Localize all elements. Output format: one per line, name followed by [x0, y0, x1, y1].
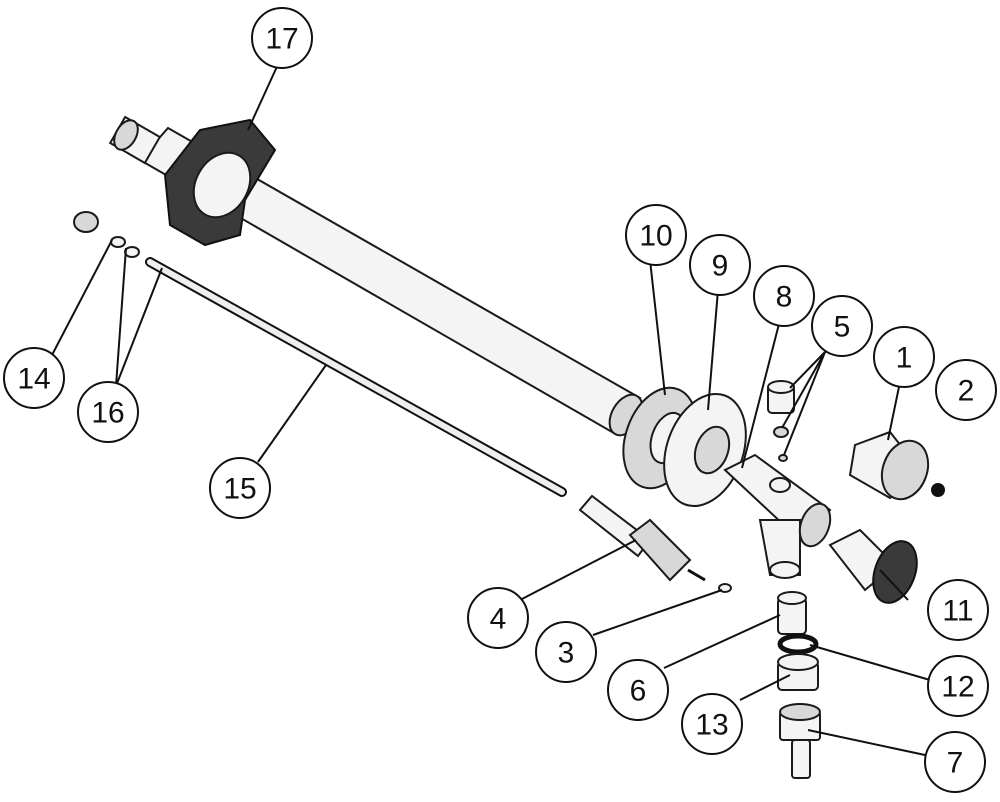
callout-12-label: 12 — [941, 671, 974, 704]
callout-8-label: 8 — [776, 281, 793, 314]
callout-1-label: 1 — [896, 342, 913, 375]
part-2-screw — [931, 483, 945, 497]
callout-16: 16 — [77, 381, 139, 443]
callout-6: 6 — [607, 659, 669, 721]
callout-13: 13 — [681, 693, 743, 755]
callout-4: 4 — [467, 587, 529, 649]
callout-3: 3 — [535, 621, 597, 683]
part-11-vacuum-breaker — [828, 528, 918, 604]
callout-5: 5 — [811, 295, 873, 357]
part-4-stem — [578, 494, 706, 582]
part-17-flange — [163, 118, 277, 247]
part-1-handle — [848, 430, 930, 501]
callout-11: 11 — [927, 579, 989, 641]
callout-12: 12 — [927, 655, 989, 717]
callout-4-label: 4 — [490, 603, 507, 636]
callout-2: 2 — [935, 359, 997, 421]
callout-17: 17 — [251, 7, 313, 69]
callout-6-label: 6 — [630, 675, 647, 708]
callout-9: 9 — [689, 234, 751, 296]
part-6-insert — [777, 591, 807, 635]
callout-10-label: 10 — [639, 220, 672, 253]
part-5-bonnet-parts — [767, 380, 795, 462]
callout-13-label: 13 — [695, 709, 728, 742]
part-17-pipe — [108, 115, 644, 437]
callout-15: 15 — [209, 457, 271, 519]
callout-7: 7 — [924, 731, 986, 793]
callout-2-label: 2 — [958, 375, 975, 408]
part-15-rod — [145, 257, 567, 497]
callout-5-label: 5 — [834, 311, 851, 344]
part-12-oring — [777, 633, 819, 655]
callout-3-label: 3 — [558, 637, 575, 670]
callout-1: 1 — [873, 326, 935, 388]
callout-14-label: 14 — [17, 363, 50, 396]
callout-8: 8 — [753, 265, 815, 327]
callout-17-label: 17 — [265, 23, 298, 56]
callout-16-label: 16 — [91, 397, 124, 430]
callout-14: 14 — [3, 347, 65, 409]
callout-10: 10 — [625, 204, 687, 266]
callout-7-label: 7 — [947, 747, 964, 780]
leader-lines — [51, 59, 931, 756]
callout-11-label: 11 — [942, 595, 973, 628]
callout-9-label: 9 — [712, 250, 729, 283]
part-13-adapter — [777, 653, 819, 691]
callout-15-label: 15 — [223, 473, 256, 506]
part-7-hose-connector — [779, 703, 821, 779]
part-8-valve-body — [723, 453, 832, 579]
part-14-cap — [73, 211, 99, 233]
